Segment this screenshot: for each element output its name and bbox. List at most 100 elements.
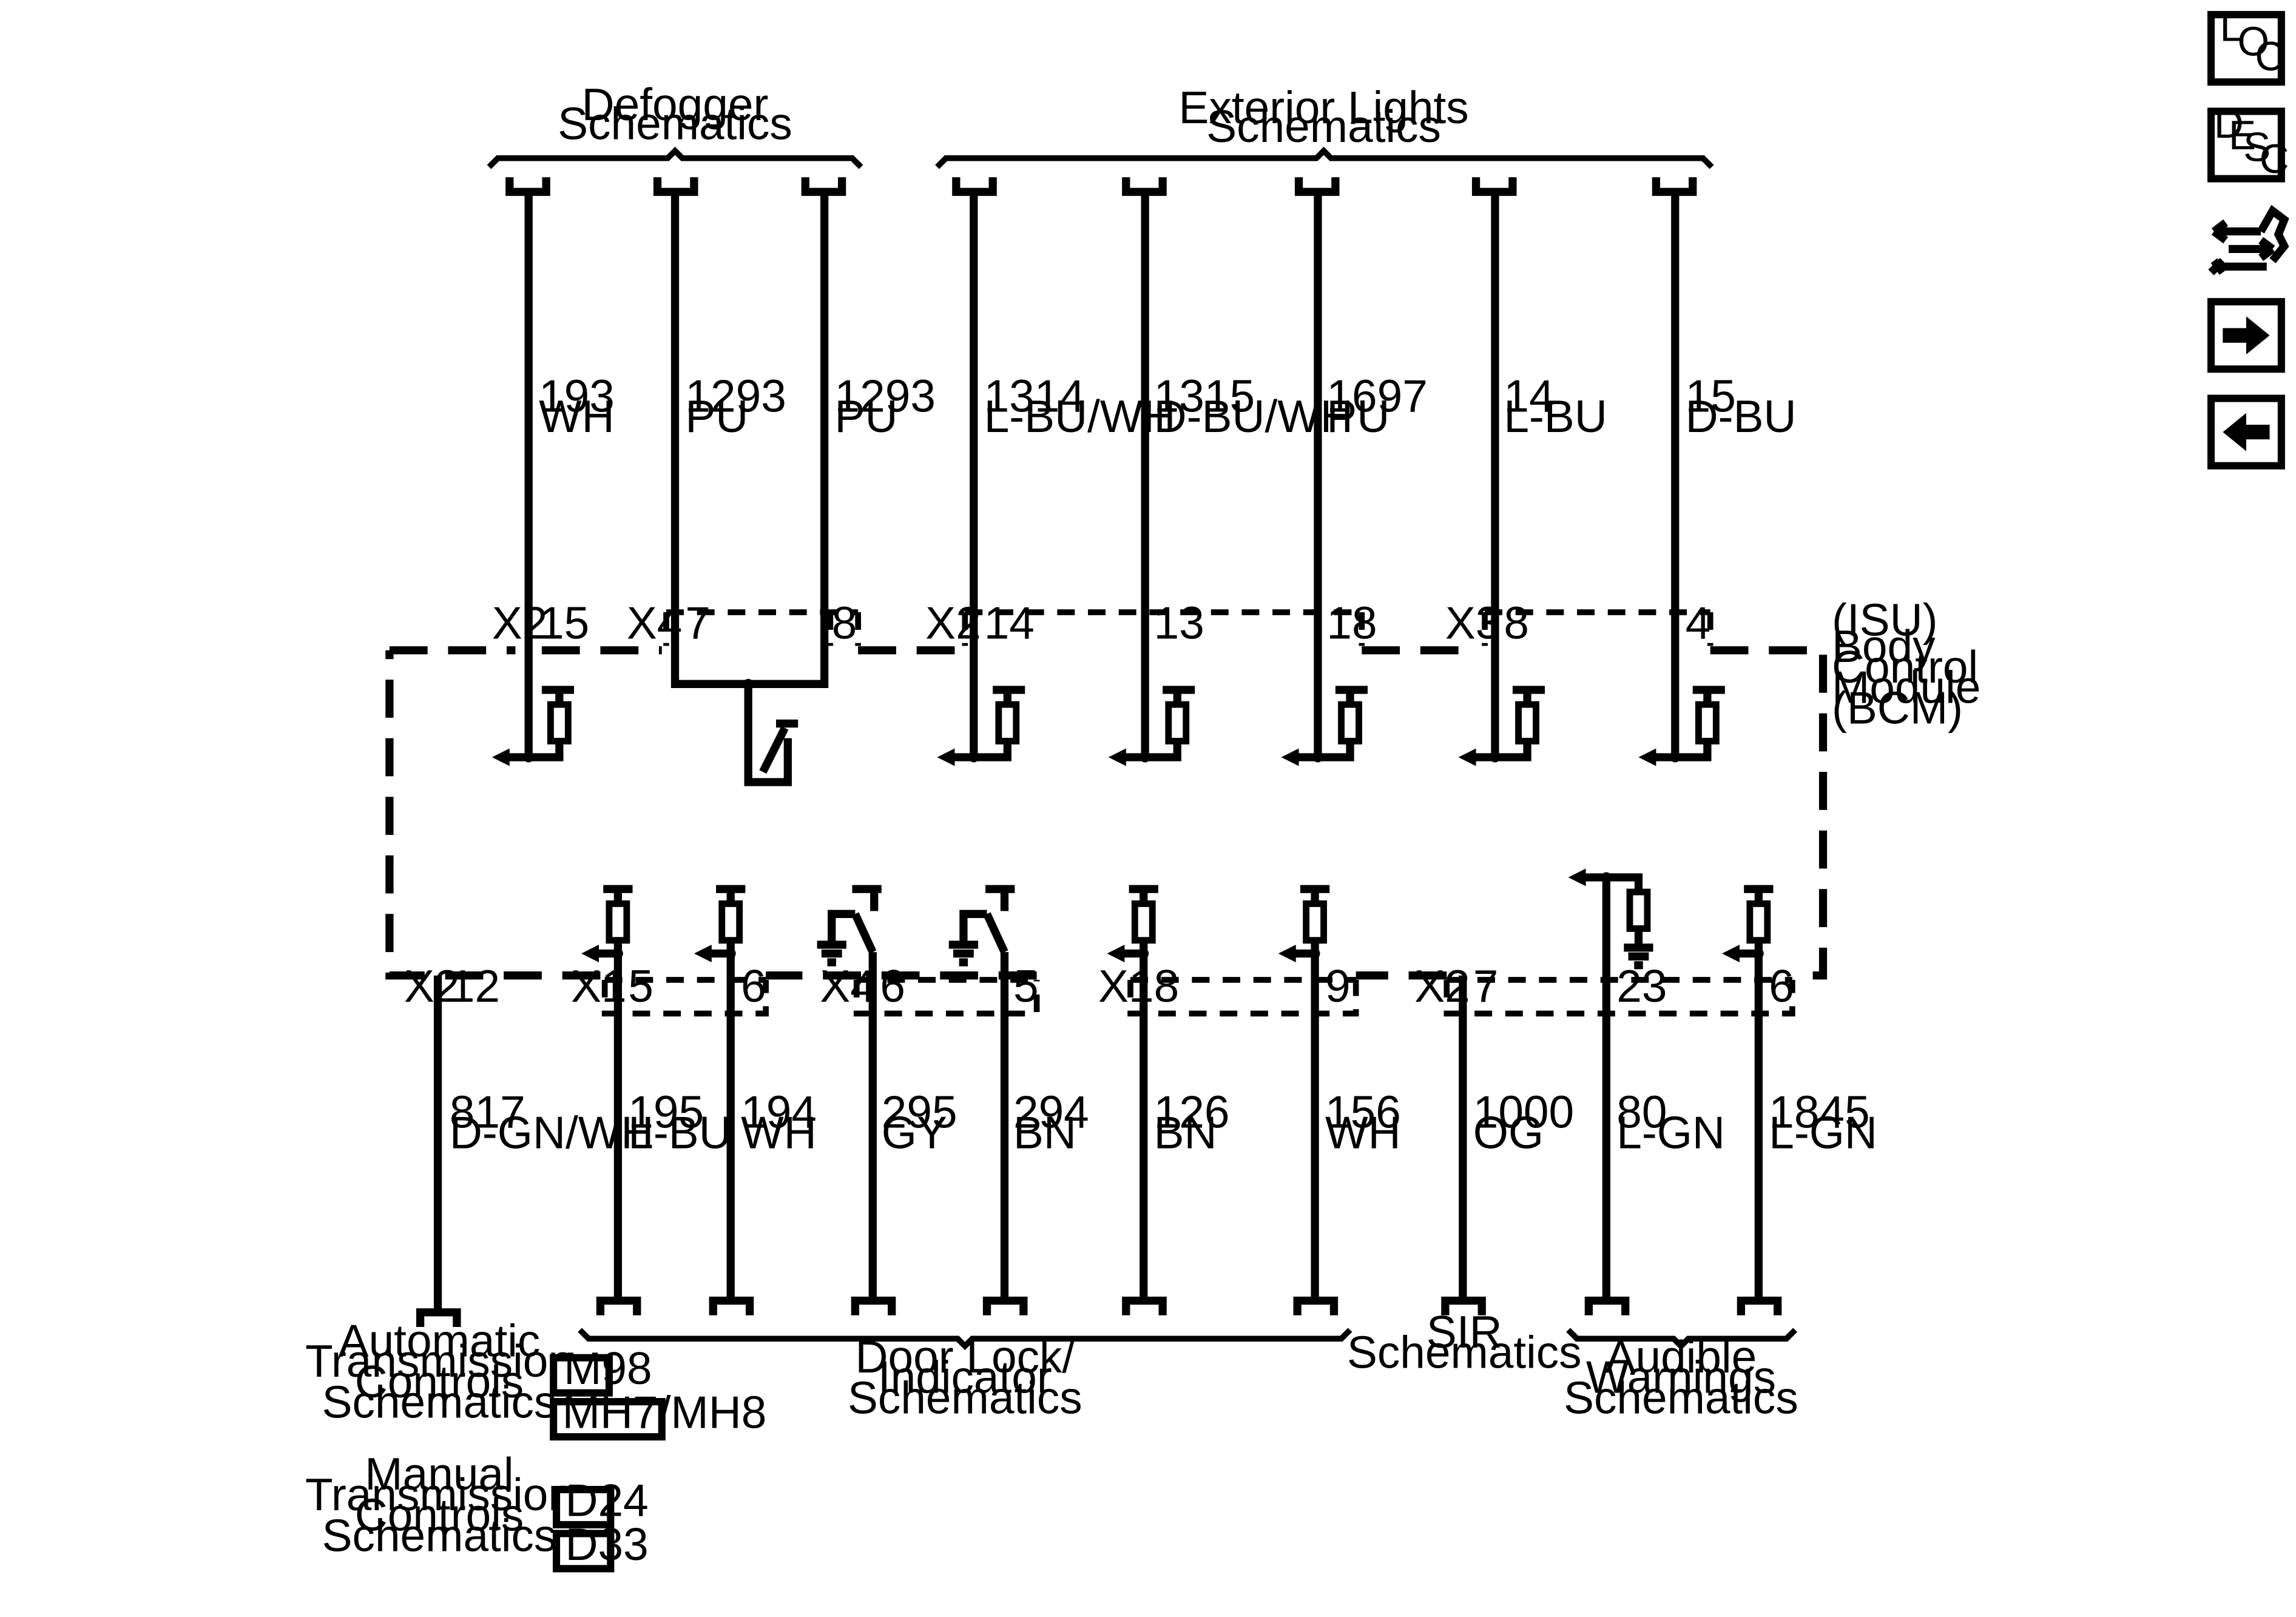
circuit-number: 817 bbox=[450, 1087, 525, 1138]
pullup-circuit bbox=[581, 885, 633, 962]
wire-1293-a: 1293 PU X4 7 bbox=[627, 177, 829, 688]
pullup-circuit bbox=[1107, 885, 1158, 962]
circuit-number: 1293 bbox=[685, 370, 786, 421]
loc-button[interactable]: L O C bbox=[2207, 5, 2285, 86]
pin-number: 5 bbox=[1013, 960, 1039, 1011]
defogger-group: Defogger Schematics bbox=[487, 79, 863, 169]
connector-id: X2 bbox=[404, 960, 460, 1011]
wire-color: D-BU/WH bbox=[1154, 391, 1353, 442]
wire-80: 23 80 L-GN bbox=[1584, 877, 1725, 1315]
option-code-m98[interactable]: M98 bbox=[550, 1343, 652, 1397]
bottom-connector-boxes bbox=[601, 977, 1795, 1017]
pullup-circuit bbox=[1108, 686, 1195, 766]
pin-number: 18 bbox=[1326, 597, 1377, 648]
wire-color: L-BU bbox=[1504, 391, 1607, 442]
circuit-number: 1314 bbox=[984, 370, 1085, 421]
module-name-line: Module bbox=[1832, 662, 1980, 713]
group-brace bbox=[935, 146, 1714, 169]
pin-number: 23 bbox=[1616, 960, 1667, 1011]
svg-text:O: O bbox=[2237, 19, 2269, 65]
pullup-circuit bbox=[1458, 686, 1545, 766]
group-brace bbox=[578, 1328, 1352, 1351]
pullup-circuit bbox=[1281, 686, 1368, 766]
wire-color: BN bbox=[1013, 1107, 1076, 1158]
circuit-number: 126 bbox=[1154, 1087, 1230, 1138]
pin-number: 12 bbox=[450, 960, 500, 1011]
circuit-number: 193 bbox=[539, 370, 615, 421]
wire-color: WH bbox=[1325, 1107, 1401, 1158]
wire-color: D-GN/WH bbox=[450, 1107, 654, 1158]
pin-number: 6 bbox=[1769, 960, 1794, 1011]
sir-group: SIR Schematics bbox=[1347, 1306, 1582, 1378]
wire-156: 9 156 WH bbox=[1293, 953, 1401, 1315]
desc-button[interactable]: D E S C bbox=[2207, 101, 2289, 183]
pin-number: 8 bbox=[1504, 597, 1529, 648]
bottom-internal-circuits bbox=[581, 868, 1774, 970]
wire-195: X1 5 195 L-BU bbox=[571, 953, 732, 1315]
option-code-d24[interactable]: D24 bbox=[553, 1474, 649, 1528]
circuit-number: 156 bbox=[1325, 1087, 1401, 1138]
door-lock-group: Door Lock/ Indicator Schematics bbox=[578, 1328, 1352, 1423]
circuit-number: 194 bbox=[741, 1087, 817, 1138]
pin-number: 8 bbox=[1154, 960, 1180, 1011]
connector-id: X1 bbox=[1098, 960, 1154, 1011]
circuit-number: 294 bbox=[1013, 1087, 1089, 1138]
group-title: Indicator bbox=[878, 1352, 1052, 1403]
group-title: Manual bbox=[365, 1448, 513, 1499]
wire-1314: 1314 L-BU/WH X2 14 bbox=[925, 177, 1176, 758]
pin-number: 13 bbox=[1154, 597, 1204, 648]
svg-text:MH7/MH8: MH7/MH8 bbox=[562, 1387, 767, 1438]
next-button[interactable] bbox=[2207, 298, 2285, 373]
group-brace bbox=[1566, 1328, 1798, 1351]
wire-color: BN bbox=[1154, 1107, 1217, 1158]
top-connector-boxes bbox=[663, 609, 1714, 646]
svg-text:E: E bbox=[2229, 113, 2256, 158]
pin-number: 6 bbox=[880, 960, 905, 1011]
svg-text:D33: D33 bbox=[566, 1519, 649, 1570]
group-title: Schematics bbox=[848, 1372, 1082, 1423]
wire-1845: 6 1845 L-GN bbox=[1737, 953, 1877, 1315]
pin-number: 6 bbox=[741, 960, 766, 1011]
group-title: Schematics bbox=[1347, 1327, 1582, 1378]
wire-194: 6 194 WH bbox=[709, 953, 817, 1315]
previous-button[interactable] bbox=[2207, 394, 2285, 470]
manual-transmission-group: Manual Transmission Controls Schematics bbox=[305, 1448, 573, 1561]
diagnostic-button[interactable] bbox=[2208, 204, 2289, 275]
bcm-outline bbox=[385, 646, 1828, 980]
group-title: Warnings bbox=[1586, 1352, 1776, 1403]
group-title: Audible bbox=[1606, 1331, 1757, 1382]
pin-number: 15 bbox=[539, 597, 589, 648]
wire-color: PU bbox=[1326, 391, 1389, 442]
svg-text:C: C bbox=[2255, 34, 2284, 79]
wire-color: D-BU bbox=[1686, 391, 1797, 442]
top-wires: 193 WH X2 15 1293 PU X4 7 1293 PU 8 1314… bbox=[492, 177, 1797, 758]
option-code-d33[interactable]: D33 bbox=[553, 1519, 649, 1573]
group-title: Exterior Lights bbox=[1179, 82, 1469, 133]
circuit-number: 1697 bbox=[1326, 370, 1427, 421]
pin-number: 7 bbox=[1473, 960, 1499, 1011]
wire-color: WH bbox=[539, 391, 615, 442]
ground-switch bbox=[948, 885, 1015, 967]
wire-color: GY bbox=[882, 1107, 947, 1158]
group-title: Controls bbox=[355, 1490, 524, 1541]
option-code-mh7-mh8[interactable]: MH7/MH8 bbox=[550, 1387, 767, 1441]
wire-color: PU bbox=[835, 391, 898, 442]
connector-id: X2 bbox=[925, 597, 981, 648]
group-title: SIR bbox=[1427, 1306, 1502, 1357]
wire-294: 5 294 BN bbox=[982, 952, 1089, 1315]
pin-number: 7 bbox=[685, 597, 711, 648]
wire-1000: X2 7 1000 OG bbox=[1414, 960, 1574, 1315]
module-name-line: Control bbox=[1832, 641, 1978, 692]
wire-1697: 1697 PU 18 bbox=[1294, 177, 1428, 758]
arrow-right-icon bbox=[2223, 316, 2270, 355]
pulldown-circuit bbox=[1568, 868, 1653, 970]
pin-number: 5 bbox=[628, 960, 653, 1011]
wire-color: L-GN bbox=[1616, 1107, 1725, 1158]
wire-126: X1 8 126 BN bbox=[1098, 953, 1230, 1315]
group-title: Schematics bbox=[1206, 101, 1441, 152]
group-title: Door Lock/ bbox=[855, 1331, 1075, 1382]
pullup-circuit bbox=[1638, 686, 1725, 766]
pin-number: 9 bbox=[1325, 960, 1351, 1011]
svg-text:S: S bbox=[2243, 125, 2271, 170]
connector-id: X2 bbox=[1414, 960, 1470, 1011]
